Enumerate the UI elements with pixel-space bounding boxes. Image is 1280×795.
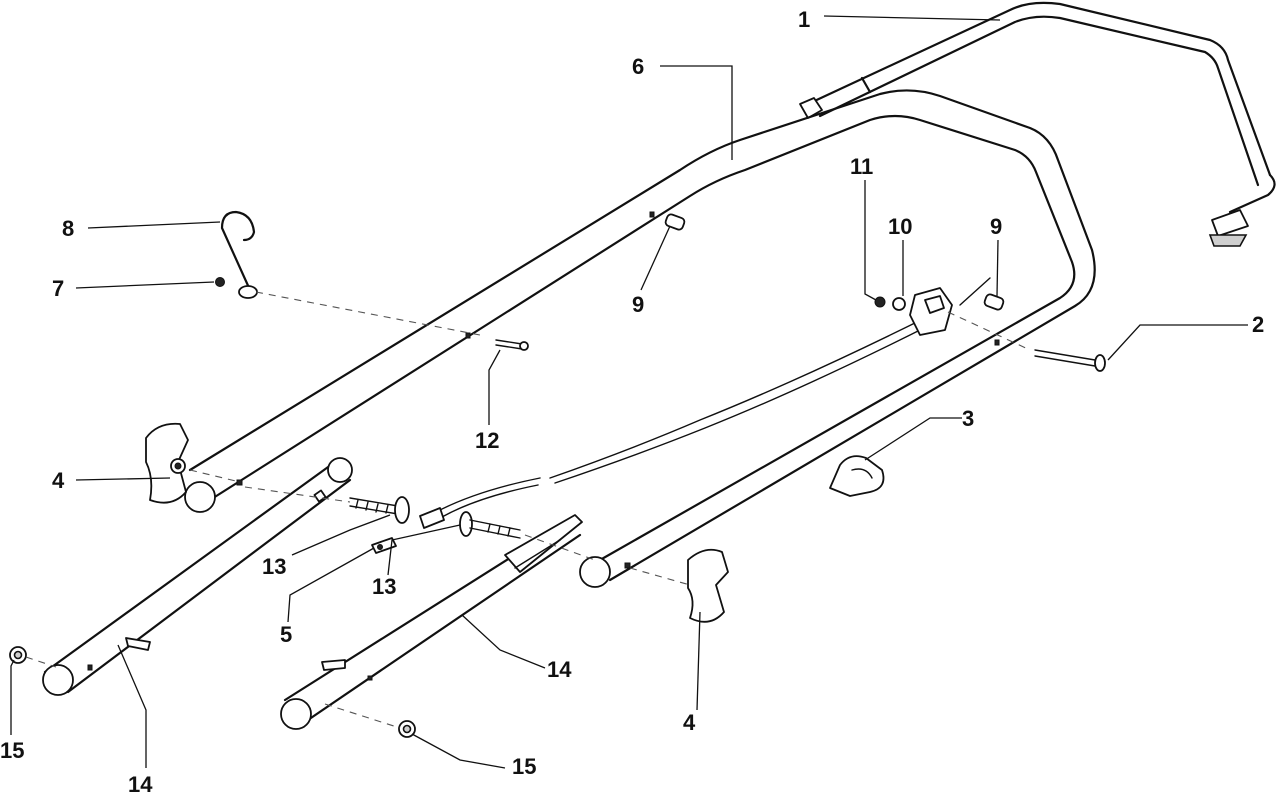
part-1-control-bar [799,1,1276,247]
callout-15-left: 15 [0,738,24,763]
part-6-main-handle [184,89,1096,588]
part-9-bushing-upper [664,213,686,231]
callout-8: 8 [62,216,74,241]
callout-labels: 1 2 3 4 4 5 6 7 8 9 9 10 11 12 13 13 14 … [0,7,1264,795]
cable-clamp [874,287,953,336]
callout-12: 12 [475,428,499,453]
callout-4-left: 4 [52,468,65,493]
part-14-lower-tube-right [280,514,583,730]
leader-lines [10,15,1248,769]
part-7-nut [215,277,225,287]
callout-5: 5 [280,622,292,647]
callout-9-right: 9 [990,214,1002,239]
callout-14-right: 14 [547,657,572,682]
callout-1: 1 [798,7,810,32]
callout-10: 10 [888,214,912,239]
callout-2: 2 [1252,312,1264,337]
part-9-bushing-right [983,293,1005,311]
callout-15-right: 15 [512,754,536,779]
control-cable [419,277,991,529]
part-2-bolt [1034,349,1106,372]
part-13-bolt-upper [349,496,410,524]
callout-11: 11 [850,154,873,179]
callout-4-right: 4 [683,710,696,735]
part-15-nut-right [398,720,416,738]
assembly-lines [25,291,1031,729]
callout-7: 7 [52,276,64,301]
part-4-knob-right [687,548,729,623]
callout-13-upper: 13 [262,554,286,579]
part-14-lower-tube-left [42,457,353,696]
callout-3: 3 [962,406,974,431]
part-3-clip [829,455,885,497]
part-5-cable-end [371,537,397,554]
part-8-cable-hook [220,210,258,299]
part-15-nut-left [9,646,27,664]
part-12-pin [495,339,529,351]
callout-6: 6 [632,54,644,79]
callout-13-lower: 13 [372,574,396,599]
callout-9-upper: 9 [632,292,644,317]
part-13-bolt-lower [459,511,521,539]
callout-14-left: 14 [128,772,153,795]
part-4-knob-left [145,422,189,504]
